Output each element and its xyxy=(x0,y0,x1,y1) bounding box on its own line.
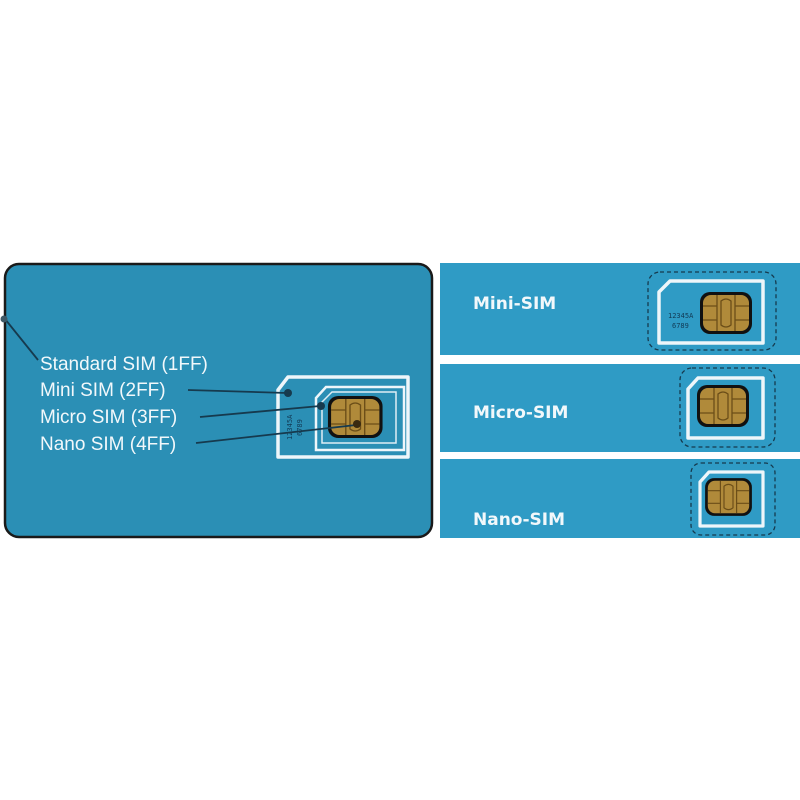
chip-icon xyxy=(696,384,750,428)
chip-icon xyxy=(704,477,753,517)
panel-mini-sim: Mini-SIM 12345A 6789 xyxy=(440,263,800,355)
panel-micro-sim: Micro-SIM xyxy=(440,364,800,452)
chip-icon xyxy=(699,291,753,335)
panel-label: Mini-SIM xyxy=(473,294,556,314)
serial-1: 12345A xyxy=(286,414,294,440)
panel-nano-sim: Nano-SIM xyxy=(440,459,800,538)
label-mini-sim: Mini SIM (2FF) xyxy=(40,380,166,401)
standard-sim-card: 12345A 6789 Standard SIM (1FF) Mini SIM … xyxy=(0,262,434,539)
mini-sim-outline xyxy=(276,375,410,459)
panel-label: Nano-SIM xyxy=(473,510,565,530)
chip-icon xyxy=(327,395,384,439)
nano-sim-outline xyxy=(321,391,397,444)
label-standard-sim: Standard SIM (1FF) xyxy=(40,354,208,375)
label-nano-sim: Nano SIM (4FF) xyxy=(40,434,176,455)
label-micro-sim: Micro SIM (3FF) xyxy=(40,407,177,428)
serial-1: 12345A xyxy=(668,312,694,320)
micro-sim-outline xyxy=(314,385,406,452)
serial-2: 6789 xyxy=(296,419,304,436)
serial-2: 6789 xyxy=(672,322,689,330)
panel-label: Micro-SIM xyxy=(473,403,568,423)
